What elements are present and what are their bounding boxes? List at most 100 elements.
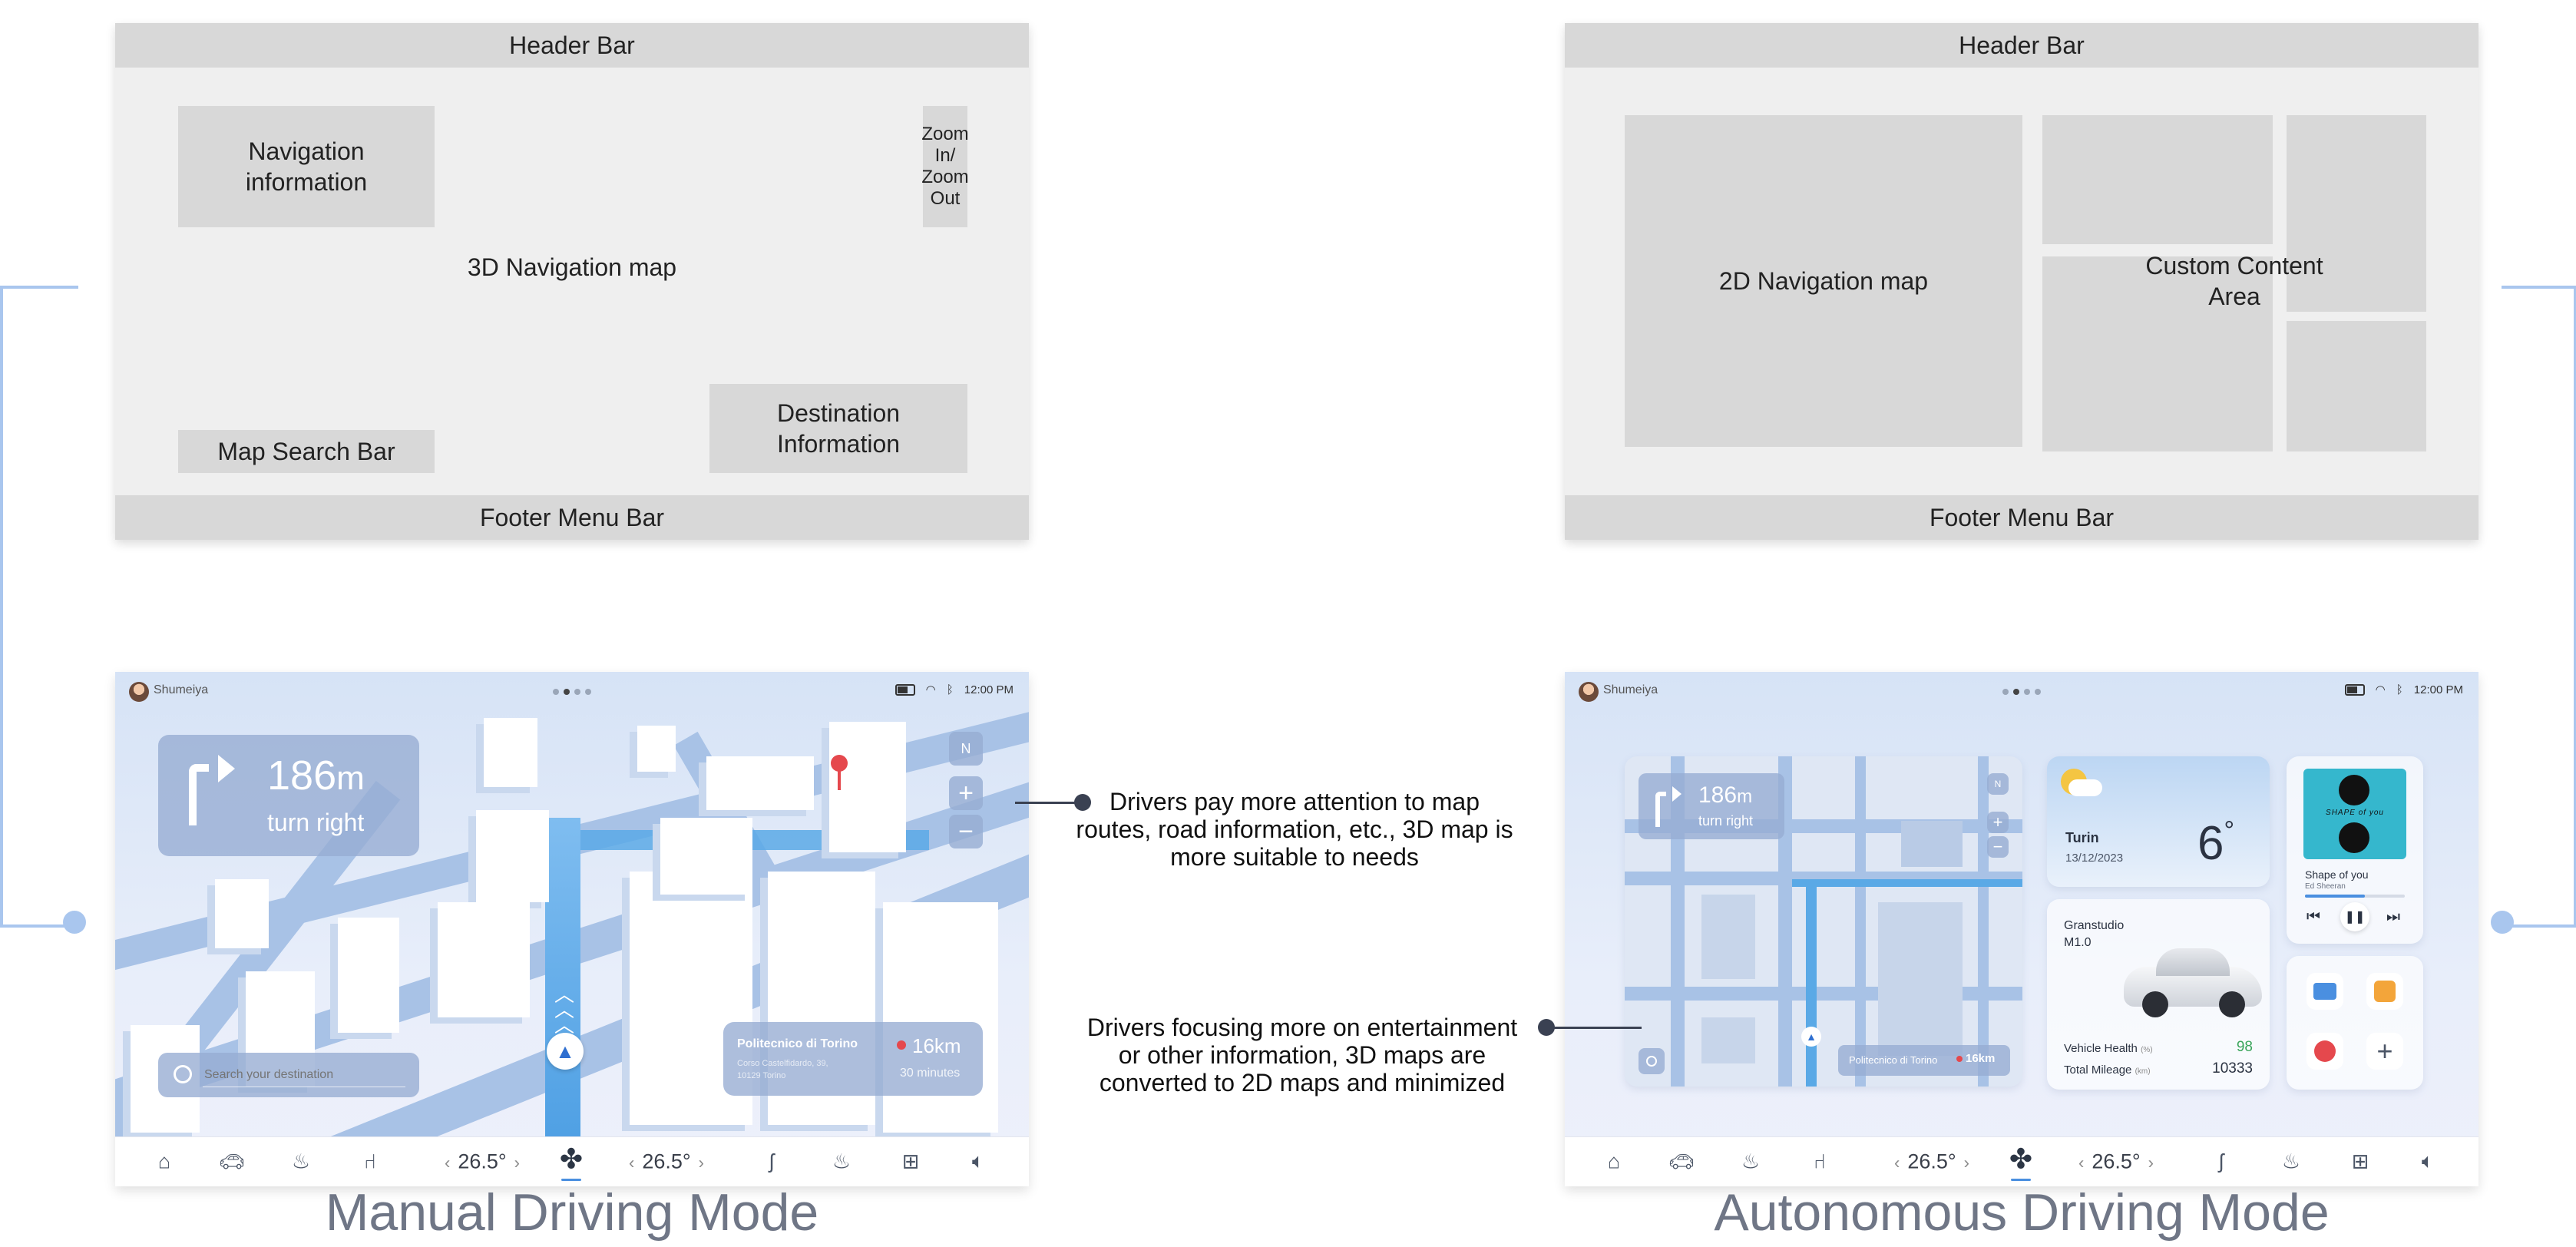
avatar[interactable]: [1579, 682, 1599, 702]
2d-map[interactable]: 186m turn right N + − ▲ Politecnico di T…: [1625, 756, 2022, 1087]
compass-north-label: N: [961, 740, 971, 756]
zoom-out-button[interactable]: −: [949, 815, 983, 848]
search-input[interactable]: [203, 1063, 405, 1087]
home-icon[interactable]: ⌂: [157, 1149, 171, 1173]
health-unit: (%): [2141, 1046, 2153, 1054]
autonomous-annotation-dot: [1538, 1019, 1555, 1036]
volume-icon[interactable]: 🔈︎: [2421, 1149, 2435, 1173]
wire-header-bar: Header Bar: [1565, 23, 2478, 68]
volume-icon[interactable]: 🔈︎: [971, 1149, 985, 1173]
clock-time: 12:00 PM: [964, 683, 1014, 696]
apps-grid-icon[interactable]: ⊞: [2351, 1149, 2369, 1173]
right-connector-end: [2491, 911, 2514, 934]
music-card[interactable]: SHAPE of you Shape of you Ed Sheeran ⏮︎ …: [2287, 756, 2423, 944]
photos-app-icon[interactable]: [2366, 973, 2403, 1010]
weather-deg: °: [2224, 816, 2235, 845]
zoom-out-button[interactable]: −: [1987, 836, 2009, 858]
map-destination-card[interactable]: Politecnico di Torino 16km: [1838, 1045, 2010, 1076]
temp-left-control[interactable]: ‹26.5°›: [444, 1149, 521, 1173]
left-connector-end: [63, 911, 86, 934]
temp-right-control[interactable]: ‹26.5°›: [628, 1149, 705, 1173]
seat-icon[interactable]: ⑁: [1813, 1149, 1827, 1173]
add-app-icon[interactable]: +: [2366, 1033, 2403, 1070]
map-navigation-card[interactable]: 186m turn right: [1639, 773, 1784, 839]
nav-instruction: turn right: [267, 809, 365, 836]
wire-header-bar: Header Bar: [115, 23, 1029, 68]
zoom-in-button[interactable]: +: [1987, 812, 2009, 833]
nav-distance: 186: [267, 752, 337, 799]
wire-2d-map: 2D Navigation map: [1625, 115, 2022, 447]
front-defrost-icon[interactable]: ♨: [2281, 1149, 2301, 1173]
vehicle-card[interactable]: Granstudio M1.0 Vehicle Health (%) 98 To…: [2047, 899, 2270, 1090]
wifi-icon: ◠: [2375, 683, 2386, 696]
record-app-icon[interactable]: [2306, 1033, 2343, 1070]
destination-name: Politecnico di Torino: [1849, 1054, 1938, 1066]
destination-pin-icon: [831, 755, 848, 772]
wire-3d-map: 3D Navigation map: [467, 253, 677, 281]
album-cover[interactable]: SHAPE of you: [2303, 769, 2406, 859]
turn-right-arrow-icon: [1655, 792, 1666, 827]
autonomous-annotation-line: [1546, 1027, 1642, 1029]
wifi-icon: ◠: [925, 683, 936, 696]
wire-custom-block-1: [2042, 115, 2273, 244]
manual-annotation-dot: [1074, 794, 1091, 811]
fan-icon[interactable]: ✤: [559, 1143, 584, 1175]
temp-left-value: 26.5°: [458, 1149, 507, 1173]
heated-seat-icon[interactable]: ʃ: [769, 1149, 774, 1173]
heated-seat-icon[interactable]: ʃ: [2219, 1149, 2224, 1173]
album-text: SHAPE of you: [2326, 809, 2384, 817]
map-search-button[interactable]: [1639, 1048, 1665, 1074]
avatar[interactable]: [129, 682, 149, 702]
destination-distance: 16km: [912, 1034, 961, 1057]
destination-card[interactable]: Politecnico di Torino Corso Castelfidard…: [723, 1022, 983, 1096]
song-progress-fill: [2305, 895, 2365, 898]
pause-button[interactable]: ❚❚: [2340, 902, 2369, 931]
right-connector: [2502, 286, 2576, 928]
next-track-icon[interactable]: ⏭︎: [2386, 908, 2400, 925]
wire-zoom: Zoom In/ Zoom Out: [921, 106, 969, 227]
wire-custom-block-2: [2042, 256, 2273, 452]
battery-icon: [894, 683, 915, 696]
page-indicator[interactable]: [2002, 689, 2041, 695]
wire-footer-bar: Footer Menu Bar: [1565, 495, 2478, 540]
nav-unit: m: [1737, 786, 1753, 807]
temp-right-control[interactable]: ‹26.5°›: [2078, 1149, 2154, 1173]
page-indicator[interactable]: [553, 689, 591, 695]
previous-track-icon[interactable]: ⏮︎: [2306, 908, 2320, 925]
apps-grid-icon[interactable]: ⊞: [901, 1149, 920, 1173]
search-icon: [174, 1065, 192, 1083]
mileage-value: 10333: [2212, 1060, 2253, 1077]
fan-active-indicator: [2011, 1179, 2031, 1181]
fan-icon[interactable]: ✤: [2009, 1143, 2033, 1175]
rear-defrost-icon[interactable]: ♨: [291, 1149, 311, 1173]
clock-time: 12:00 PM: [2413, 683, 2463, 696]
weather-card[interactable]: Turin 13/12/2023 6°: [2047, 756, 2270, 887]
rear-defrost-icon[interactable]: ♨: [1741, 1149, 1761, 1173]
wire-footer-bar: Footer Menu Bar: [115, 495, 1029, 540]
folder-app-icon[interactable]: [2306, 973, 2343, 1010]
home-icon[interactable]: ⌂: [1607, 1149, 1621, 1173]
zoom-in-button[interactable]: +: [949, 776, 983, 810]
song-progress-track[interactable]: [2305, 895, 2405, 898]
manual-screen: ︿︿︿ ▲ Shumeiya ◠ ᛒ 12:00 PM 186m turn ri…: [115, 672, 1029, 1186]
wire-zoom-label: Zoom In/ Zoom Out: [921, 124, 969, 209]
manual-mode-title: Manual Driving Mode: [325, 1183, 819, 1242]
compass-button[interactable]: N: [949, 732, 983, 766]
car-icon[interactable]: 🚗︎: [1668, 1150, 1695, 1173]
autonomous-mode-title: Autonomous Driving Mode: [1714, 1183, 2330, 1242]
manual-annotation-line: [1015, 802, 1084, 804]
compass-button[interactable]: N: [1987, 773, 2009, 795]
destination-distance: 16km: [1966, 1052, 1996, 1065]
search-bar[interactable]: [158, 1053, 419, 1097]
destination-address-2: 10129 Torino: [737, 1071, 786, 1080]
destination-duration: 30 minutes: [900, 1067, 961, 1080]
health-value: 98: [2236, 1039, 2253, 1055]
car-icon[interactable]: 🚗︎: [218, 1150, 246, 1173]
front-defrost-icon[interactable]: ♨: [832, 1149, 852, 1173]
temp-right-value: 26.5°: [642, 1149, 691, 1173]
destination-name: Politecnico di Torino: [737, 1037, 858, 1050]
manual-wireframe: Header Bar Navigation information Zoom I…: [115, 23, 1029, 540]
seat-icon[interactable]: ⑁: [363, 1149, 377, 1173]
temp-left-control[interactable]: ‹26.5°›: [1893, 1149, 1970, 1173]
navigation-card[interactable]: 186m turn right: [158, 735, 419, 856]
